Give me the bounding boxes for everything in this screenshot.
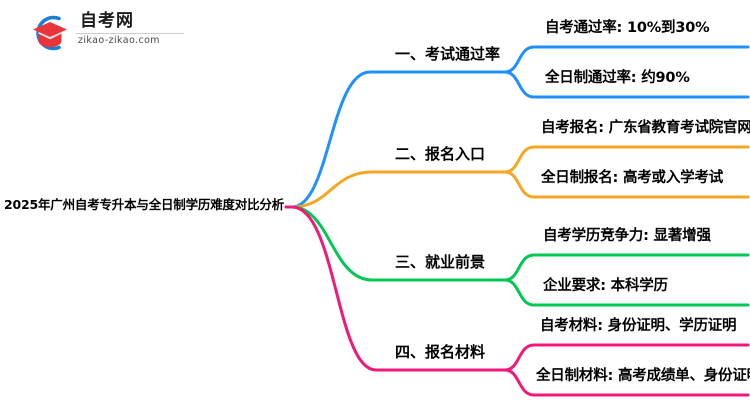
leaf-label-4-1: 自考材料: 身份证明、学历证明 — [540, 318, 737, 334]
logo-title: 自考网 — [80, 11, 134, 31]
branch-label-3: 三、就业前景 — [395, 253, 486, 271]
leaf-label-3-1: 自考学历竞争力: 显著增强 — [543, 228, 711, 244]
logo-text: 自考网 zikao-zikao.com — [76, 10, 188, 54]
leaf-label-2-1: 自考报名: 广东省教育考试院官网 — [541, 120, 750, 136]
branch-3-connector — [290, 205, 750, 307]
logo-subtitle: zikao-zikao.com — [78, 35, 160, 46]
leaf-label-1-1: 自考通过率: 10%到30% — [545, 20, 710, 36]
branch-2-connector — [290, 145, 750, 209]
branch-4-connector — [290, 205, 750, 397]
branch-label-4: 四、报名材料 — [395, 343, 486, 361]
root-node-label: 2025年广州自考专升本与全日制学历难度对比分析 — [4, 197, 284, 212]
branch-label-2: 二、报名入口 — [395, 145, 486, 163]
leaf-label-2-2: 全日制报名: 高考或入学考试 — [541, 170, 724, 186]
graduation-cap-logo-icon — [28, 12, 72, 54]
site-logo: 自考网 zikao-zikao.com — [28, 10, 188, 56]
leaf-label-1-2: 全日制通过率: 约90% — [545, 70, 690, 86]
leaf-label-3-2: 企业要求: 本科学历 — [543, 278, 668, 294]
leaf-label-4-2: 全日制材料: 高考成绩单、身份证明 — [536, 368, 750, 384]
logo-divider — [76, 33, 184, 34]
branch-1-connector — [290, 45, 750, 209]
branch-label-1: 一、考试通过率 — [395, 45, 501, 63]
